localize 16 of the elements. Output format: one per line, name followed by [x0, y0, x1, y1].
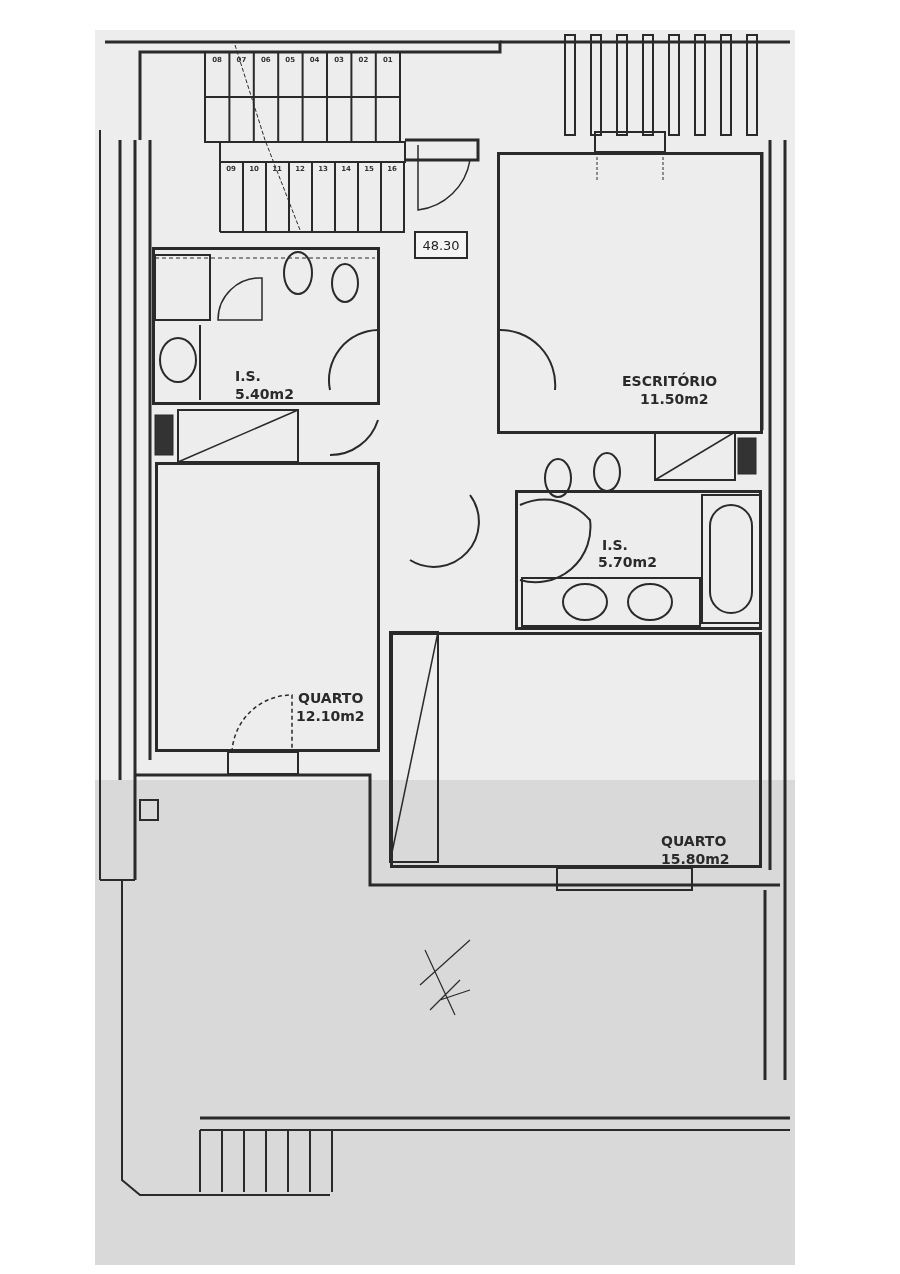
room-name: I.S. [235, 368, 261, 385]
area-tag: 48.30 [414, 231, 468, 259]
room-name: ESCRITÓRIO [622, 373, 718, 390]
room-outline [390, 632, 762, 868]
room-outline [515, 490, 762, 630]
room-area: 5.40m2 [235, 386, 294, 403]
room-name: QUARTO [298, 690, 364, 707]
room-area: 5.70m2 [598, 554, 657, 571]
room-area: 15.80m2 [661, 851, 730, 868]
room-area: 12.10m2 [296, 708, 365, 725]
room-outline [155, 462, 380, 752]
room-outline [152, 247, 380, 405]
room-area: 11.50m2 [640, 391, 709, 408]
room-name: I.S. [602, 537, 628, 554]
room-outline [497, 152, 763, 434]
room-name: QUARTO [661, 833, 727, 850]
